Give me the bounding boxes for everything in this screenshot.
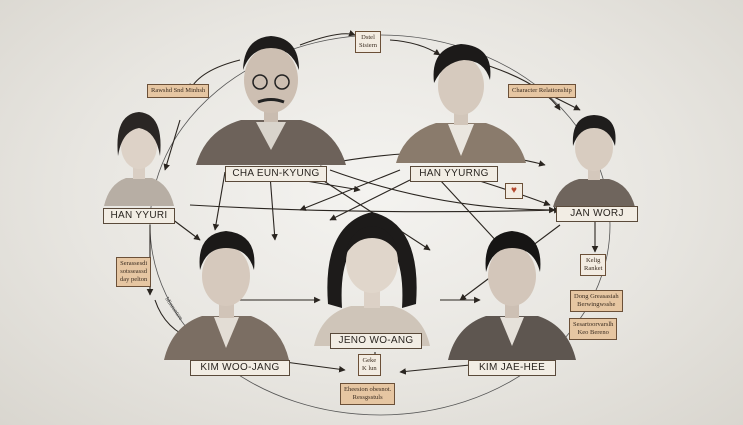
name-label-cha: CHA EUN-KYUNG: [225, 166, 327, 182]
name-label-kim-jae-hee: KIM JAE-HEE: [468, 360, 556, 376]
note-right-3: Sesartoorvarslh Keo Bereno: [569, 318, 618, 340]
portrait-kim-woo-jang: [164, 231, 289, 360]
name-label-kim-woo-jang: KIM WOO-JANG: [190, 360, 290, 376]
note-top-right: Character Relationship: [508, 84, 576, 98]
note-top-center: Dstel Sisiern: [355, 31, 382, 53]
note-top-left: Rawshd Snd Minhsh: [147, 84, 210, 98]
note-bottom-1: Geke K lun: [358, 354, 381, 376]
note-right-2: Dong Greasasiah Berwingwsshe: [570, 290, 623, 312]
portrait-han-yyuri: [104, 112, 174, 206]
name-label-han-yyuri: HAN YYURI: [103, 208, 175, 224]
note-right-1: Kelig Ranket: [580, 254, 607, 276]
portrait-jeno-wo-ang: [314, 212, 430, 346]
note-bottom-2: Eheesion obesnot. Ressgsstuls: [340, 383, 396, 405]
portrait-han-yyurng: [396, 44, 526, 163]
name-label-jan-worj: JAN WORJ: [556, 206, 638, 222]
note-left-mid: Serassesdi sotsseassd day pelton: [116, 257, 152, 287]
portrait-cha: [196, 36, 346, 165]
heart-icon: ♥: [505, 183, 523, 199]
portrait-kim-jae-hee: [448, 231, 576, 360]
name-label-jeno-wo-ang: JENO WO-ANG: [330, 333, 422, 349]
name-label-han-yyurng: HAN YYURNG: [410, 166, 498, 182]
portrait-jan-worj: [553, 115, 635, 207]
